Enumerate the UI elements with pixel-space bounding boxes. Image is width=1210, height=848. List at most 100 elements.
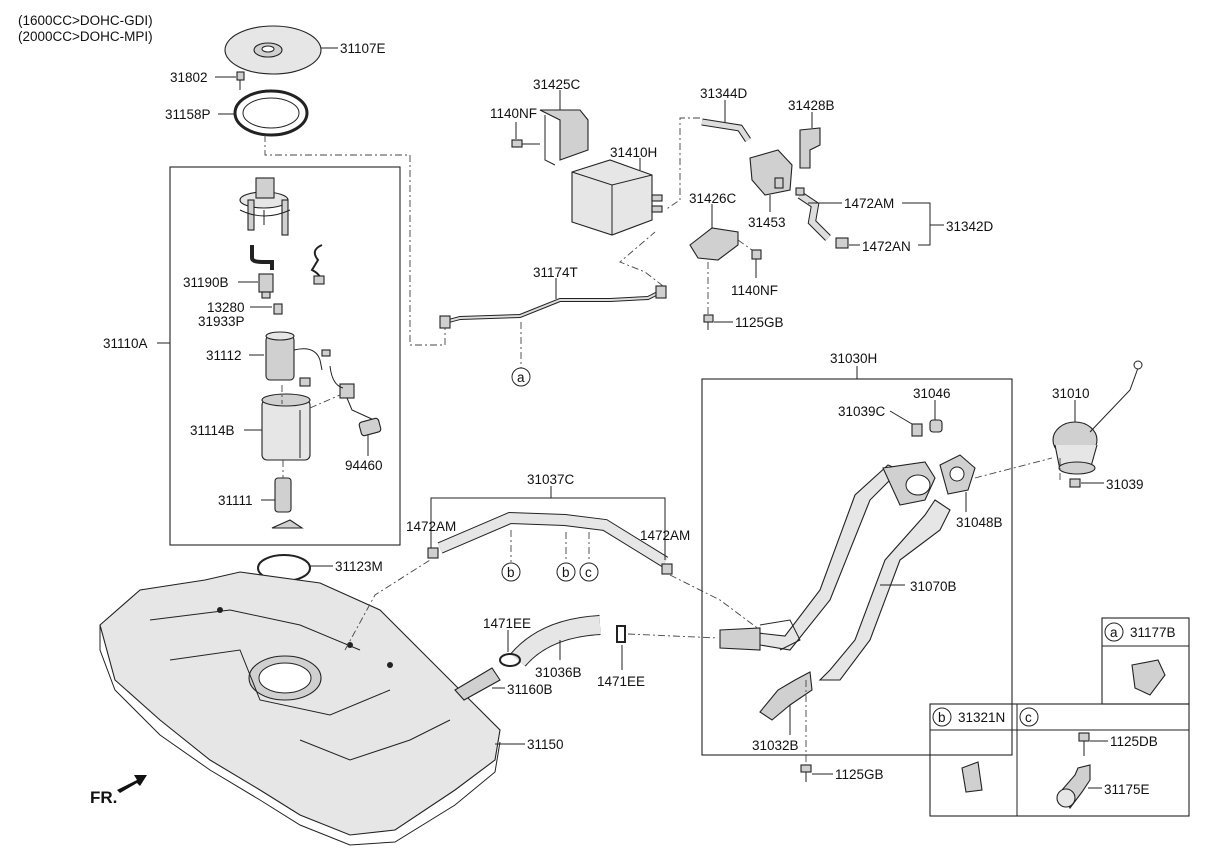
label-1125GB-a: 1125GB [735, 315, 784, 330]
filler-cap-31010 [1052, 360, 1143, 475]
label-1472AN: 1472AN [862, 239, 911, 254]
vent-hose-31037C [427, 511, 673, 575]
label-31123M: 31123M [335, 559, 383, 574]
filler-neck-31030H [719, 461, 936, 651]
wiring-harness [310, 244, 325, 285]
lock-ring [233, 89, 309, 137]
label-31112: 31112 [206, 348, 242, 363]
clip-31177B [1131, 659, 1166, 696]
bolt-31802 [236, 71, 245, 90]
bolt-1125GB-a [703, 314, 714, 330]
label-31036B: 31036B [535, 665, 582, 680]
bolt-1125DB [1078, 732, 1090, 756]
label-13280: 13280 [207, 300, 245, 315]
label-31342D: 31342D [946, 219, 994, 234]
bracket-31428B [799, 127, 821, 169]
bolt-1125GB-b [800, 764, 812, 782]
cap-31046 [929, 419, 943, 433]
label-31425C: 31425C [533, 77, 581, 92]
legend-bc: b 31321N c 1125DB 31175E [929, 703, 1190, 817]
fuel-level-sender [329, 365, 382, 437]
clamp-1471EE-a [499, 653, 521, 667]
vapor-tube-31174T [439, 285, 667, 329]
label-31160B: 31160B [507, 682, 553, 697]
pump-flange [239, 177, 291, 236]
filter-31190B [258, 273, 274, 299]
label-1471EE-b: 1471EE [597, 674, 645, 689]
label-31174T: 31174T [533, 265, 578, 280]
legend-b-letter: b [938, 710, 946, 725]
bolt-1140NF-a [511, 139, 540, 148]
clip-31321N [961, 761, 983, 793]
legend-a-letter: a [1110, 625, 1118, 640]
label-31010: 31010 [1052, 386, 1090, 401]
label-31037C: 31037C [527, 472, 575, 487]
label-31039: 31039 [1106, 477, 1144, 492]
label-94460: 94460 [345, 458, 383, 473]
pump-reservoir [261, 393, 341, 461]
breather-tube-31070B [818, 499, 951, 681]
legend-c-letter: c [1025, 710, 1032, 725]
fuel-tank [99, 571, 501, 846]
label-1125GB-b: 1125GB [835, 767, 884, 782]
label-1472AM-b: 1472AM [406, 519, 456, 534]
label-31410H: 31410H [610, 145, 657, 160]
label-31175E: 31175E [1104, 782, 1150, 797]
label-1472AM-a: 1472AM [844, 196, 894, 211]
bolt-1140NF-b [751, 249, 762, 278]
front-arrow-icon [117, 775, 147, 793]
callout-b-2: b [562, 565, 570, 580]
label-31039C: 31039C [838, 404, 886, 419]
label-31158P: 31158P [165, 107, 211, 122]
label-31111: 31111 [218, 493, 253, 508]
label-31426C: 31426C [689, 191, 737, 206]
label-31110A: 31110A [103, 336, 148, 351]
canister-bracket-31425C [539, 109, 589, 166]
callout-b-1: b [507, 565, 515, 580]
callout-a-1: a [517, 370, 525, 385]
canister-31410H [571, 159, 663, 236]
callout-c-1: c [585, 565, 592, 580]
legend-a: a 31177B [1101, 617, 1190, 705]
label-31802: 31802 [170, 70, 208, 85]
label-31321N: 31321N [958, 710, 1005, 725]
filler-hose-31036B [510, 615, 601, 667]
tank-nipple-31160B [454, 667, 501, 701]
label-31032B: 31032B [752, 738, 799, 753]
gasket-31048B [939, 454, 976, 495]
label-1125DB: 1125DB [1110, 734, 1158, 749]
label-31933P: 31933P [198, 314, 245, 329]
label-1140NF-a: 1140NF [490, 106, 537, 121]
label-31453: 31453 [748, 215, 786, 230]
label-1471EE-a: 1471EE [483, 616, 531, 631]
filler-neck-box [701, 378, 1013, 756]
label-31177B: 31177B [1130, 625, 1176, 640]
label-31344D: 31344D [700, 86, 748, 101]
label-31030H: 31030H [830, 351, 877, 366]
label-31048B: 31048B [956, 515, 1003, 530]
label-31046: 31046 [913, 386, 951, 401]
label-31107E: 31107E [340, 41, 386, 56]
label-31190B: 31190B [183, 275, 229, 290]
o-ring-13280 [273, 303, 283, 315]
fuel-pump-motor [265, 331, 331, 387]
engine-spec-2: (2000CC>DOHC-MPI) [18, 29, 153, 44]
hose-31344D [701, 118, 751, 142]
valve-31453 [749, 149, 793, 196]
front-direction: FR. [90, 788, 117, 807]
label-31150: 31150 [527, 737, 564, 752]
pump-cover-plate [224, 25, 322, 75]
label-31114B: 31114B [190, 423, 235, 438]
label-31428B: 31428B [788, 98, 835, 113]
strainer-31111 [271, 477, 304, 529]
bolt-31039 [1069, 478, 1081, 488]
clip-31039C [911, 423, 923, 437]
pump-assembly-box [169, 166, 401, 546]
hose-31342D [795, 187, 849, 249]
clamp-1471EE-b [616, 625, 626, 643]
pump-hose [250, 245, 274, 270]
bracket-31032B [759, 671, 813, 721]
label-1472AM-c: 1472AM [640, 528, 690, 543]
bracket-31426C [689, 227, 739, 261]
